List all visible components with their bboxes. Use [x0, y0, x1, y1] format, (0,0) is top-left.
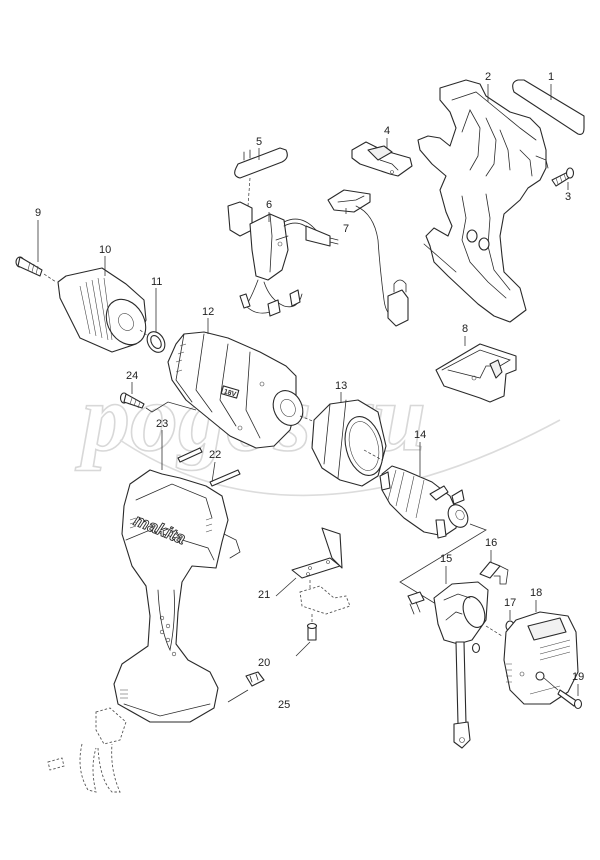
part-13-field-stator[interactable]	[311, 399, 389, 487]
optional-belt-clip-ghost	[47, 707, 127, 793]
part-6-switch[interactable]	[227, 201, 339, 317]
callout-18: 18	[530, 587, 542, 599]
callout-2: 2	[485, 71, 491, 83]
part-11-ring-washer[interactable]	[144, 328, 169, 355]
part-24-housing-screw[interactable]	[119, 392, 197, 413]
callout-14: 14	[414, 429, 426, 441]
part-15-brush-holder[interactable]	[407, 581, 503, 749]
part-22-terminal-strips[interactable]	[177, 447, 241, 487]
part-18-rear-cover[interactable]	[503, 611, 579, 705]
part-25-rubber-pin[interactable]	[227, 671, 265, 703]
callout-7: 7	[343, 223, 349, 235]
callout-23: 23	[156, 418, 168, 430]
callout-19: 19	[572, 671, 584, 683]
part-7-led-circuit[interactable]	[327, 189, 409, 327]
callout-24: 24	[126, 370, 138, 382]
part-19-rear-cover-screw[interactable]	[543, 677, 583, 710]
callout-9: 9	[35, 207, 41, 219]
part-1-name-plate[interactable]	[512, 79, 585, 135]
callout-10: 10	[99, 244, 111, 256]
callout-1: 1	[548, 71, 554, 83]
callout-11: 11	[151, 276, 162, 288]
part-5-switch-trigger[interactable]	[234, 147, 288, 207]
part-3-tapping-screw[interactable]	[551, 167, 575, 187]
callout-17: 17	[504, 597, 516, 609]
callout-4: 4	[384, 125, 390, 137]
callout-13: 13	[335, 380, 347, 392]
callout-25: 25	[278, 699, 290, 711]
part-8-controller-cover[interactable]	[435, 343, 517, 403]
leader-lines	[37, 84, 579, 696]
callout-20: 20	[258, 657, 270, 669]
part-9-chuck-screw[interactable]	[15, 256, 57, 283]
part-23-housing-left[interactable]: makita	[113, 469, 241, 723]
callout-6: 6	[266, 199, 272, 211]
gearbox-voltage-marking: 18V	[223, 388, 237, 398]
callout-5: 5	[256, 136, 262, 148]
callout-22: 22	[209, 449, 221, 461]
callout-8: 8	[462, 323, 468, 335]
part-20-hook-screw[interactable]	[306, 614, 318, 641]
part-12-gear-assembly[interactable]: 18V	[167, 331, 321, 449]
watermark-swoosh	[119, 419, 561, 497]
callout-12: 12	[202, 306, 214, 318]
part-16-carbon-brush[interactable]	[479, 561, 509, 585]
part-21-hook-plate[interactable]	[291, 527, 351, 615]
callout-labels: 1 2 3 4 5 6 7 8 9 10 11 12 13 14 15 16 1…	[35, 71, 584, 711]
part-10-keyless-chuck[interactable]	[57, 267, 154, 353]
callout-15: 15	[440, 553, 452, 565]
part-14-armature[interactable]	[379, 465, 487, 605]
part-2-housing-right[interactable]	[417, 79, 549, 323]
part-4-change-lever[interactable]	[351, 141, 413, 177]
callout-16: 16	[485, 537, 497, 549]
callout-3: 3	[565, 191, 571, 203]
callout-21: 21	[258, 589, 270, 601]
